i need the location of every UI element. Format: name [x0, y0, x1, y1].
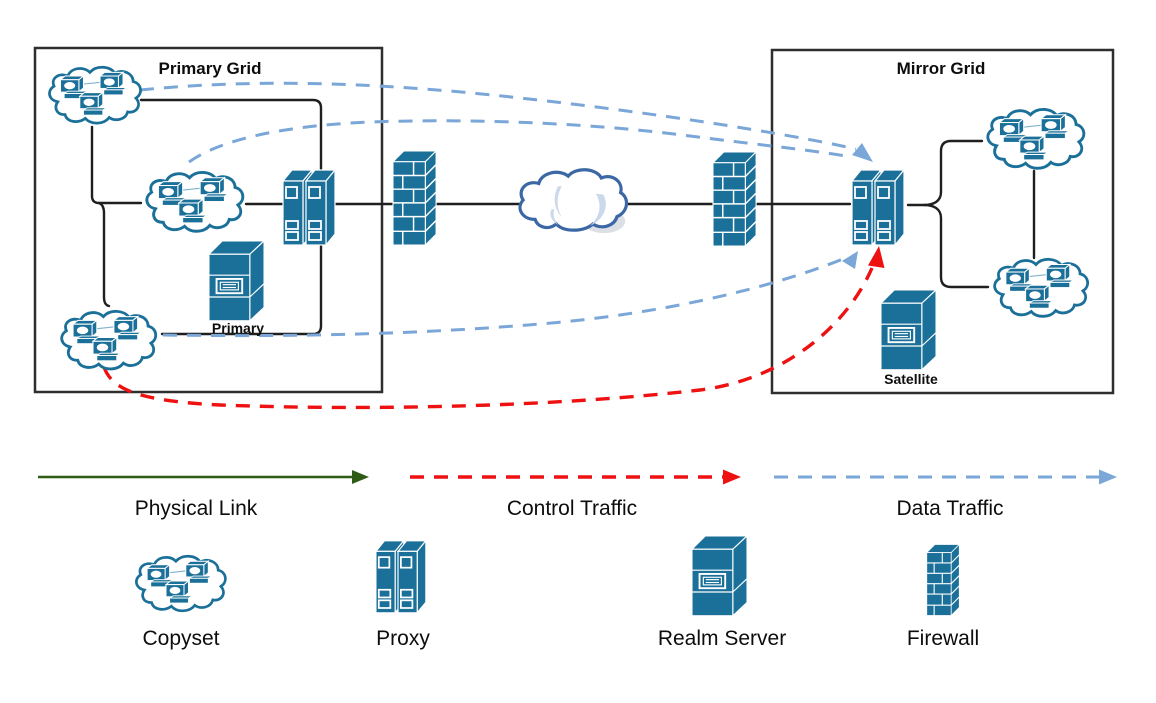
data-traffic-lines [139, 81, 857, 338]
control-traffic-line [102, 267, 874, 410]
realm-server-icon [880, 289, 937, 371]
data-traffic-line [188, 119, 852, 164]
data-traffic-line [139, 81, 857, 151]
primary-server-label: Primary [212, 320, 264, 336]
physical-link-line [97, 201, 111, 308]
copyset-cloud-icon [136, 556, 225, 611]
legend-control-traffic-arrowhead-icon [723, 469, 741, 485]
data-traffic-arrowhead-icon [852, 143, 873, 162]
legend-data-traffic-label: Data Traffic [897, 497, 1004, 520]
realm-server-icon [691, 535, 748, 617]
legend-copyset-label: Copyset [142, 627, 219, 650]
internet-cloud-icon [518, 168, 629, 235]
physical-link-line [922, 203, 990, 289]
satellite-server-label: Satellite [884, 371, 938, 387]
firewall-icon [712, 151, 757, 247]
legend: Physical Link Control Traffic Data Traff… [38, 469, 1117, 650]
legend-firewall-label: Firewall [907, 627, 979, 650]
firewall-icon [392, 150, 437, 246]
legend-control-traffic-label: Control Traffic [507, 497, 637, 520]
control-traffic-arrowhead-icon [868, 246, 885, 268]
primary-grid-title: Primary Grid [159, 59, 262, 78]
copyset-icon [62, 311, 156, 369]
legend-physical-link-label: Physical Link [135, 497, 258, 520]
data-traffic-arrowhead-icon [842, 251, 858, 269]
copyset-icon [49, 67, 140, 123]
legend-realm-server-label: Realm Server [658, 627, 786, 650]
legend-physical-link-arrowhead-icon [352, 470, 369, 484]
copyset-icon [147, 172, 243, 231]
proxy-icon [375, 539, 427, 614]
copyset-icon [995, 259, 1088, 316]
mirror-grid-title: Mirror Grid [897, 59, 986, 78]
legend-proxy-label: Proxy [376, 627, 430, 650]
firewall-icon [926, 543, 960, 617]
copyset-icon [988, 109, 1084, 168]
proxy-icon [282, 169, 336, 246]
physical-link-line [906, 139, 984, 207]
legend-data-traffic-arrowhead-icon [1099, 469, 1117, 485]
proxy-icon [851, 169, 905, 246]
mirror-grid-box: Mirror Grid [770, 48, 1115, 395]
realm-server-icon [207, 239, 265, 322]
